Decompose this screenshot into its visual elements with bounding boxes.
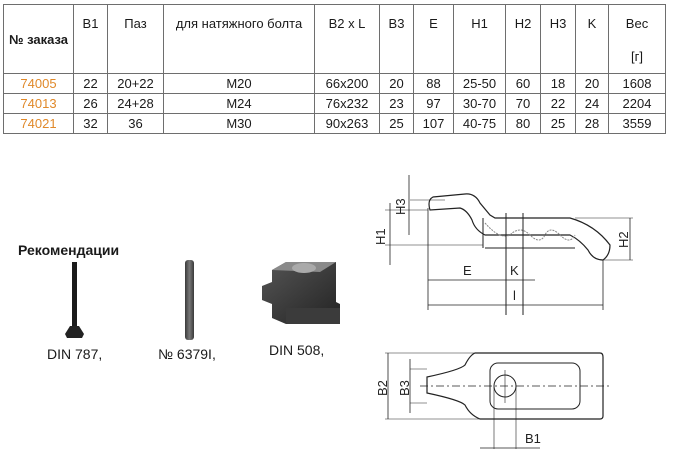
- label-h3: H3: [393, 198, 408, 215]
- cell-b2l: 90x263: [314, 113, 380, 134]
- cell-h1: 30-70: [453, 93, 506, 114]
- header-bolt: для натяжного болта: [163, 4, 315, 74]
- recommendations-title: Рекомендации: [18, 242, 120, 258]
- cell-bolt: M24: [163, 93, 315, 114]
- header-h1: H1: [453, 4, 506, 74]
- label-e: E: [463, 263, 472, 278]
- label-l: l: [513, 288, 516, 303]
- cell-b3: 25: [379, 113, 414, 134]
- header-weight: Вес[г]: [608, 4, 666, 74]
- cell-e: 88: [413, 73, 454, 94]
- cell-k: 28: [575, 113, 609, 134]
- cell-slot: 20+22: [107, 73, 164, 94]
- table-row: 74021 32 36 M30 90x263 25 107 40-75 80 2…: [3, 113, 666, 134]
- table-row: 74013 26 24+28 M24 76x232 23 97 30-70 70…: [3, 93, 666, 114]
- label-h2: H2: [616, 231, 631, 248]
- cell-slot: 36: [107, 113, 164, 134]
- table-header-row: № заказа B1 Паз для натяжного болта B2 x…: [3, 4, 666, 74]
- cell-bolt: M30: [163, 113, 315, 134]
- label-k: K: [510, 263, 519, 278]
- cell-h3: 18: [540, 73, 576, 94]
- cell-b2l: 76x232: [314, 93, 380, 114]
- cell-b1: 26: [73, 93, 108, 114]
- cell-h1: 25-50: [453, 73, 506, 94]
- order-number: 74005: [3, 73, 74, 94]
- label-b2: B2: [375, 380, 390, 396]
- cell-slot: 24+28: [107, 93, 164, 114]
- label-h1: H1: [373, 228, 388, 245]
- header-b1: B1: [73, 4, 108, 74]
- cell-b3: 20: [379, 73, 414, 94]
- order-number: 74021: [3, 113, 74, 134]
- stud-icon: [185, 260, 194, 340]
- cell-bolt: M20: [163, 73, 315, 94]
- header-order: № заказа: [3, 4, 74, 74]
- header-b2l: B2 x L: [314, 4, 380, 74]
- t-nut-icon: [262, 262, 340, 324]
- header-e: E: [413, 4, 454, 74]
- header-h3: H3: [540, 4, 576, 74]
- cell-h3: 22: [540, 93, 576, 114]
- header-slot: Паз: [107, 4, 164, 74]
- cell-h2: 60: [505, 73, 541, 94]
- weight-unit: [г]: [631, 49, 643, 64]
- order-number: 74013: [3, 93, 74, 114]
- cell-b1: 32: [73, 113, 108, 134]
- rec-label-6379: № 6379I,: [158, 346, 216, 362]
- label-b3: B3: [397, 380, 412, 396]
- cell-weight: 3559: [608, 113, 666, 134]
- cell-b2l: 66x200: [314, 73, 380, 94]
- header-h2: H2: [505, 4, 541, 74]
- cell-h2: 70: [505, 93, 541, 114]
- cell-b3: 23: [379, 93, 414, 114]
- side-view-drawing: H3 H1 H2 E K l: [373, 175, 633, 315]
- cell-weight: 1608: [608, 73, 666, 94]
- cell-b1: 22: [73, 73, 108, 94]
- top-view-drawing: B2 B3 B1: [375, 352, 610, 449]
- cell-e: 107: [413, 113, 454, 134]
- table-row: 74005 22 20+22 M20 66x200 20 88 25-50 60…: [3, 73, 666, 94]
- header-k: K: [575, 4, 609, 74]
- cell-h1: 40-75: [453, 113, 506, 134]
- t-bolt-icon: [65, 262, 84, 338]
- cell-weight: 2204: [608, 93, 666, 114]
- cell-e: 97: [413, 93, 454, 114]
- spec-table: № заказа B1 Паз для натяжного болта B2 x…: [3, 4, 666, 134]
- rec-label-din787: DIN 787,: [47, 346, 103, 362]
- cell-k: 20: [575, 73, 609, 94]
- label-b1: B1: [525, 431, 541, 446]
- cell-h2: 80: [505, 113, 541, 134]
- header-b3: B3: [379, 4, 414, 74]
- rec-label-din508: DIN 508,: [269, 342, 325, 358]
- cell-k: 24: [575, 93, 609, 114]
- cell-h3: 25: [540, 113, 576, 134]
